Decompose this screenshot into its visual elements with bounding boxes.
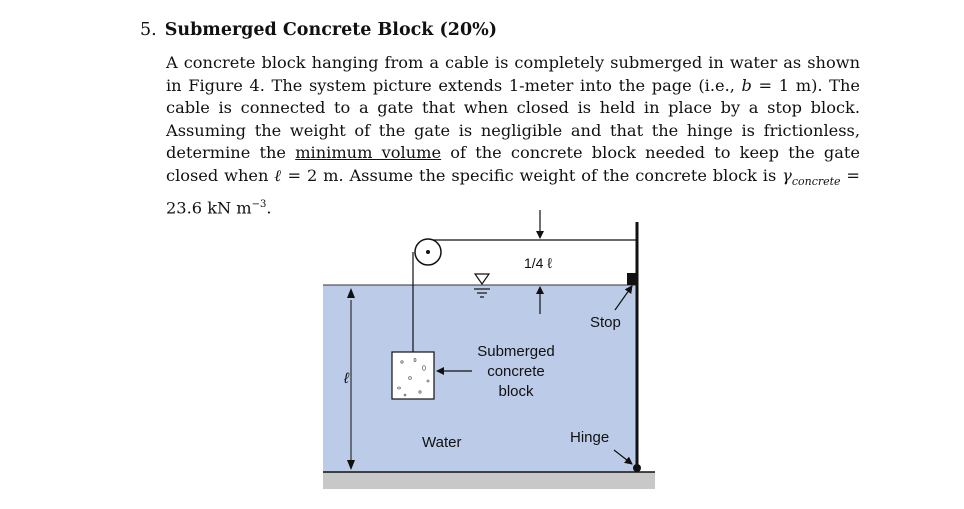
- statement-part-3: of the concrete block needed to keep the…: [166, 143, 860, 185]
- label-length: ℓ: [343, 370, 350, 387]
- length-dim-arrow-bottom: [347, 460, 355, 470]
- var-l: ℓ: [274, 165, 282, 185]
- stop-block: [627, 273, 638, 285]
- water-region: [323, 285, 637, 472]
- label-block-line-3: block: [498, 383, 534, 400]
- label-water: Water: [422, 434, 461, 451]
- label-block-line-2: concrete: [487, 363, 545, 380]
- length-dim-arrow-top: [347, 288, 355, 298]
- label-hinge: Hinge: [570, 429, 609, 446]
- var-gamma: γ: [782, 165, 792, 185]
- problem-statement: A concrete block hanging from a cable is…: [166, 52, 860, 220]
- unit-exponent: −3: [251, 198, 267, 210]
- label-block-line-1: Submerged: [477, 343, 555, 360]
- stop-pointer-arrow: [614, 285, 633, 311]
- statement-part-1: A concrete block hanging from a cable is…: [166, 53, 860, 95]
- hinge: [633, 464, 641, 472]
- concrete-block: [391, 351, 435, 400]
- problem-heading: 5. Submerged Concrete Block (20%): [140, 18, 860, 42]
- pulley-axle: [426, 250, 430, 254]
- statement-part-5: = 23.6 kN m: [166, 165, 860, 218]
- problem-title: Submerged Concrete Block (20%): [164, 20, 498, 40]
- statement-part-6: .: [266, 198, 272, 218]
- underlined-minimum-volume: minimum volume: [295, 143, 442, 163]
- label-stop: Stop: [590, 314, 621, 331]
- hinge-pointer-arrow: [613, 449, 633, 465]
- problem-number: 5.: [140, 20, 157, 40]
- var-b: b: [741, 75, 752, 95]
- gamma-subscript: concrete: [791, 175, 841, 189]
- water-level-symbol: [473, 273, 491, 298]
- label-quarter-l: 1/4 ℓ: [524, 255, 552, 271]
- ground: [323, 472, 655, 489]
- statement-part-2: = 1 m). The cable is connected to a gate…: [166, 75, 860, 163]
- problem-heading-block: 5. Submerged Concrete Block (20%): [140, 18, 860, 42]
- concrete-aggregate: [397, 357, 430, 397]
- statement-part-4: = 2 m. Assume the specific weight of the…: [281, 165, 783, 185]
